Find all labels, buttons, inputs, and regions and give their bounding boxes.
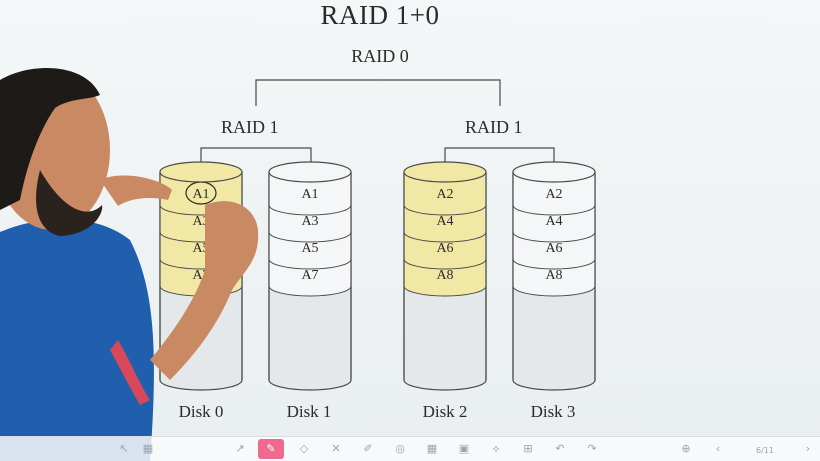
block-separator xyxy=(512,204,596,216)
disk-block-region xyxy=(404,172,486,296)
raid0-label: RAID 0 xyxy=(351,46,409,66)
insert-icon[interactable]: ⊞ xyxy=(523,442,533,455)
disk-3-label: Disk 3 xyxy=(530,402,576,421)
tree-connectors xyxy=(200,79,555,170)
block-a6: A6 xyxy=(545,241,562,256)
raid0-connector xyxy=(255,79,501,106)
disk-block-region xyxy=(269,172,351,296)
next-page-icon[interactable]: › xyxy=(805,442,811,455)
raid1-label-left: RAID 1 xyxy=(221,117,279,137)
block-separator xyxy=(403,285,487,297)
block-a4: A4 xyxy=(436,214,453,229)
highlighter-icon[interactable]: ✐ xyxy=(363,442,373,455)
eraser-icon[interactable]: ◇ xyxy=(299,442,309,455)
block-a6: A6 xyxy=(436,241,453,256)
raid1-label-right: RAID 1 xyxy=(465,117,523,137)
block-a1: A1 xyxy=(192,187,209,202)
clear-icon[interactable]: ✕ xyxy=(331,442,341,455)
disk-1-label: Disk 1 xyxy=(286,402,332,421)
shape-icon[interactable]: ◎ xyxy=(395,442,405,455)
block-separator xyxy=(268,204,352,216)
link-icon[interactable]: ⟡ xyxy=(492,442,500,455)
block-a1: A1 xyxy=(301,187,318,202)
block-separator xyxy=(512,285,596,297)
page-indicator: 6/11 xyxy=(756,446,774,455)
disk-top xyxy=(512,161,596,183)
undo-icon[interactable]: ↶ xyxy=(555,442,565,455)
block-a3: A3 xyxy=(192,214,209,229)
block-a4: A4 xyxy=(545,214,562,229)
pen-icon[interactable]: ✎ xyxy=(258,439,284,459)
block-a8: A8 xyxy=(436,268,453,283)
block-a8: A8 xyxy=(545,268,562,283)
block-a3: A3 xyxy=(301,214,318,229)
disk-block-region xyxy=(513,172,595,296)
block-separator xyxy=(268,231,352,243)
add-page-icon[interactable]: ⊕ xyxy=(681,442,691,455)
disk-top xyxy=(268,161,352,183)
prev-page-icon[interactable]: ‹ xyxy=(715,442,721,455)
block-separator xyxy=(403,204,487,216)
diagram-title: RAID 1+0 xyxy=(320,0,440,30)
table-icon[interactable]: ▦ xyxy=(426,442,438,455)
block-a7: A7 xyxy=(301,268,318,283)
redo-icon[interactable]: ↷ xyxy=(587,442,597,455)
pointer-icon[interactable]: ↗ xyxy=(235,442,245,455)
block-a5: A5 xyxy=(192,241,209,256)
raid1-right-connector xyxy=(444,147,555,170)
block-separator xyxy=(403,231,487,243)
disk-2-label: Disk 2 xyxy=(422,402,468,421)
raid1-left-connector xyxy=(200,147,312,170)
grid-icon[interactable]: ▦ xyxy=(142,442,154,455)
image-icon[interactable]: ▣ xyxy=(458,442,470,455)
block-separator xyxy=(268,285,352,297)
block-a2: A2 xyxy=(436,187,453,202)
block-separator xyxy=(512,258,596,270)
block-a7: A7 xyxy=(192,268,209,283)
block-a5: A5 xyxy=(301,241,318,256)
disk-top xyxy=(403,161,487,183)
whiteboard-toolbar: ↖ ▦ ↗ ✎ ◇ ✕ ✐ ◎ ▦ ▣ ⟡ ⊞ ↶ ↷ ⊕ ‹ 6/11 › xyxy=(0,436,820,461)
disk-0-label: Disk 0 xyxy=(178,402,224,421)
cursor-icon[interactable]: ↖ xyxy=(119,442,129,455)
block-a2: A2 xyxy=(545,187,562,202)
block-separator xyxy=(512,231,596,243)
block-separator xyxy=(403,258,487,270)
block-separator xyxy=(268,258,352,270)
disk-top xyxy=(159,161,243,183)
